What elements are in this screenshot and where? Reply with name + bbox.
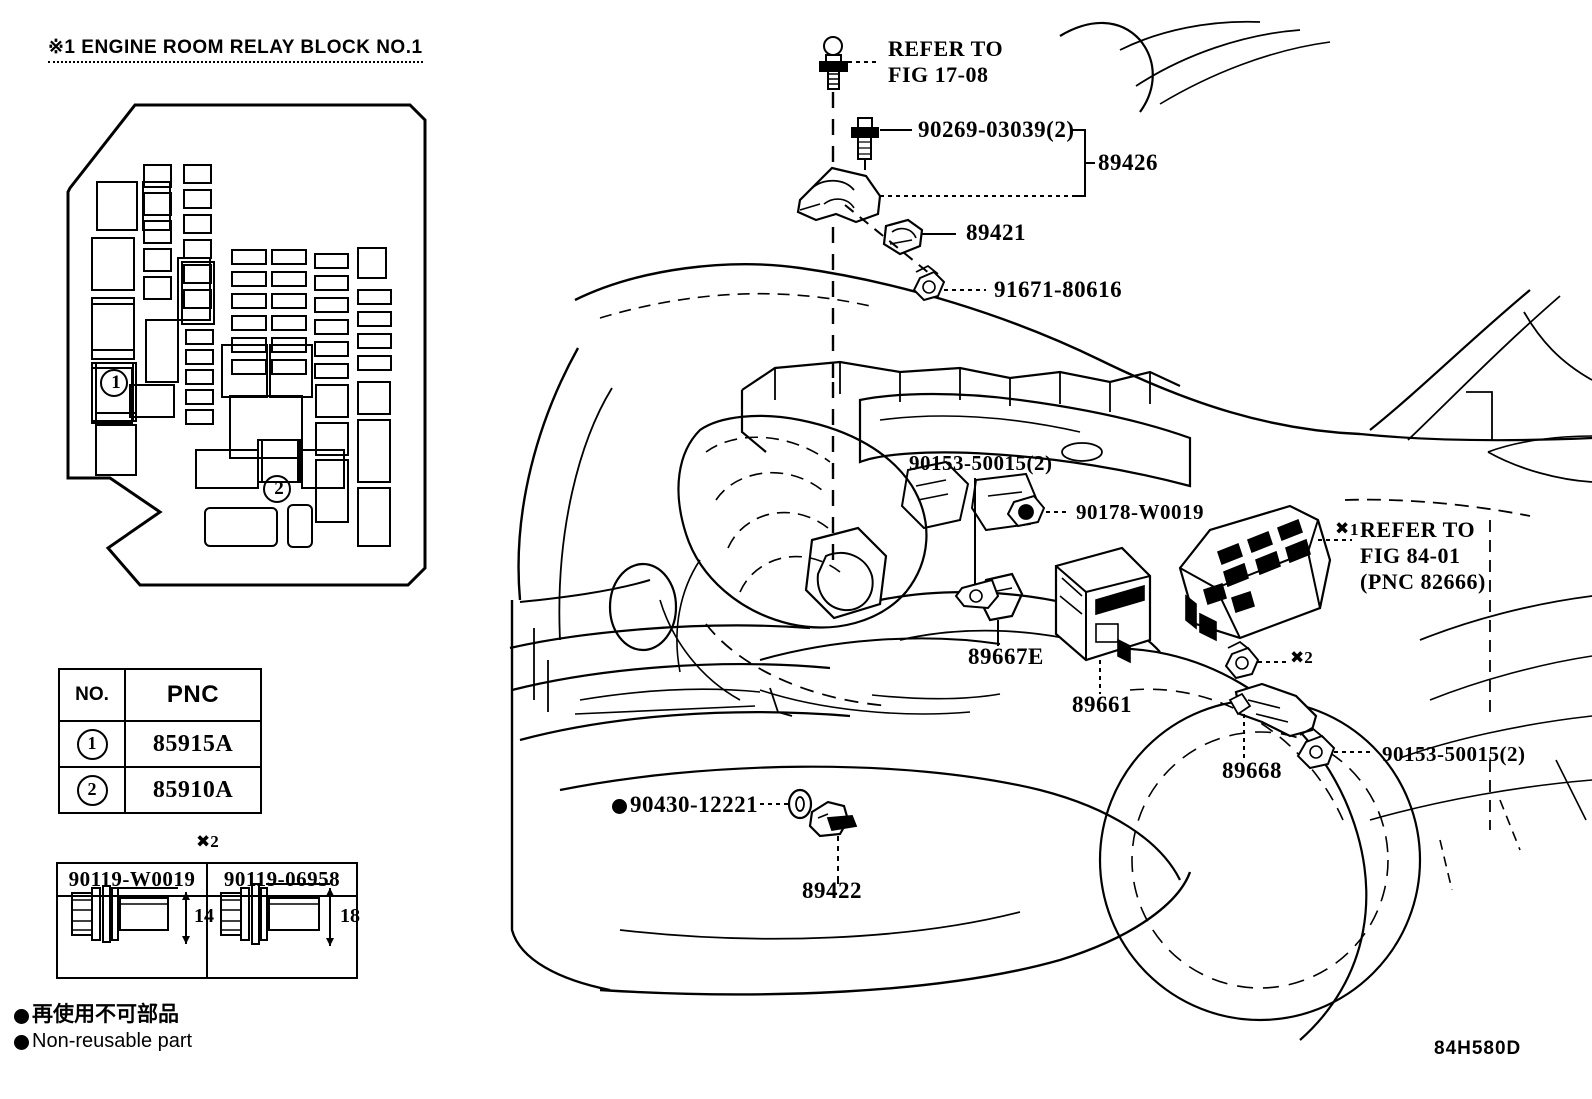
- callout-refer-fig-17-08: REFER TO FIG 17-08: [888, 36, 1003, 88]
- callout-90269-03039: 90269-03039(2): [918, 117, 1075, 142]
- pnc-table-wrapper: NO. PNC 1 85915A 2 85910A: [58, 668, 262, 814]
- legend-japanese-text: 再使用不可部品: [32, 1002, 179, 1026]
- bolt-col-0-partnumber: 90119-W0019: [56, 862, 208, 897]
- legend-dot-jp-icon: [14, 1009, 29, 1025]
- table-row: 1 85915A: [58, 720, 262, 768]
- callout-89667e: 89667E: [968, 644, 1044, 669]
- pnc-table: NO. PNC 1 85915A 2 85910A: [58, 668, 262, 814]
- callout-mark-2-right: ✖2: [1290, 648, 1313, 668]
- bolt-table-drawing-row: [56, 895, 358, 979]
- relay-callout-2: 2: [274, 478, 284, 499]
- callout-89421: 89421: [966, 220, 1026, 245]
- sensor-89422-part: [808, 800, 858, 838]
- bolt-col-1-partnumber: 90119-06958: [206, 862, 358, 897]
- relay-callout-1: 1: [111, 372, 121, 393]
- fastener-90153-lower: [1296, 726, 1336, 770]
- kome-mark-2-table-number: 2: [210, 832, 219, 851]
- callout-90153-50015-lower: 90153-50015(2): [1382, 742, 1526, 766]
- legend-english-text: Non-reusable part: [32, 1030, 193, 1052]
- table-row: 2 85910A: [58, 766, 262, 814]
- callout-90430-text: 90430-12221: [630, 792, 759, 817]
- pnc-header-no: NO.: [58, 668, 126, 722]
- fastener-fig-17-08: [819, 36, 848, 90]
- ecu-89661-part: [1054, 546, 1152, 664]
- refer-17-08-line2: FIG 17-08: [888, 61, 989, 87]
- bolt-length-1: 18: [340, 905, 360, 927]
- bolt-col-0-drawing: [56, 895, 208, 979]
- legend-english-row: Non-reusable part: [14, 1030, 192, 1053]
- gasket-90430-12221: [787, 788, 813, 820]
- bolt-table-wrapper: 90119-W0019 90119-06958: [56, 862, 358, 979]
- bolt-table-header-row: 90119-W0019 90119-06958: [56, 862, 358, 897]
- sensor-89421-part: [882, 218, 924, 256]
- figure-code: 84H580D: [1434, 1038, 1522, 1059]
- fastener-91671-80616: [912, 264, 946, 302]
- kome-mark-1-number: 1: [1350, 520, 1359, 539]
- bolt-table-mark: ✖2: [196, 832, 219, 852]
- relay-block-inset: [66, 103, 427, 587]
- legend-japanese-row: 再使用不可部品: [14, 998, 179, 1028]
- callout-90153-50015-upper: 90153-50015(2): [909, 451, 1053, 475]
- pnc-row-1-value: 85910A: [124, 766, 262, 814]
- bolt-col-1-drawing: [206, 895, 358, 979]
- refer-84-01-line2: FIG 84-01: [1360, 542, 1461, 568]
- bolt-length-0: 14: [194, 905, 214, 927]
- kome-mark-2-table-icon: ✖: [196, 832, 211, 852]
- callout-89426: 89426: [1098, 150, 1158, 175]
- vehicle-body-outline: [509, 20, 1592, 1041]
- circled-number-2: 2: [76, 774, 108, 806]
- refer-84-01-line1: REFER TO: [1360, 517, 1476, 542]
- bracket-89668-part: [1228, 682, 1318, 738]
- bracket-89426-part: [796, 166, 882, 224]
- fastener-90178-w0019: [1006, 494, 1046, 528]
- kome-mark-2-icon: ✖: [1290, 648, 1305, 668]
- bolt-table: 90119-W0019 90119-06958: [56, 862, 358, 979]
- refer-17-08-line1: REFER TO: [888, 36, 1004, 61]
- pnc-row-1-no: 2: [58, 766, 126, 814]
- callout-91671-80616: 91671-80616: [994, 277, 1123, 302]
- leader-lines: [760, 61, 1374, 884]
- engine-assembly: [659, 360, 1192, 717]
- callout-90178-w0019: 90178-W0019: [1076, 500, 1204, 524]
- kome-mark-1-icon: ✖: [1335, 519, 1350, 539]
- refer-84-01-line3: (PNC 82666): [1360, 568, 1486, 594]
- callout-90430-12221: 90430-12221: [612, 792, 758, 818]
- fastener-right-upper: [1224, 640, 1260, 680]
- page-title: ※1 ENGINE ROOM RELAY BLOCK NO.1: [48, 36, 423, 63]
- fastener-90153-upper: [954, 486, 1000, 610]
- pnc-row-0-no: 1: [58, 720, 126, 768]
- callout-89422: 89422: [802, 878, 862, 903]
- pnc-header-pnc: PNC: [124, 668, 262, 722]
- pnc-row-0-value: 85915A: [124, 720, 262, 768]
- callout-89668: 89668: [1222, 758, 1282, 783]
- circled-number-1: 1: [76, 728, 108, 760]
- kome-mark-2-number: 2: [1304, 648, 1313, 667]
- callout-refer-fig-84-01: ✖ 1 REFER TO FIG 84-01 (PNC 82666): [1335, 517, 1486, 595]
- fastener-90269-03039: [851, 117, 879, 160]
- pnc-table-header-row: NO. PNC: [58, 668, 262, 722]
- legend-dot-en-icon: [14, 1035, 29, 1051]
- callout-89661: 89661: [1072, 692, 1132, 717]
- junction-block-part: [1178, 504, 1332, 642]
- non-reusable-dot-icon: [612, 799, 627, 815]
